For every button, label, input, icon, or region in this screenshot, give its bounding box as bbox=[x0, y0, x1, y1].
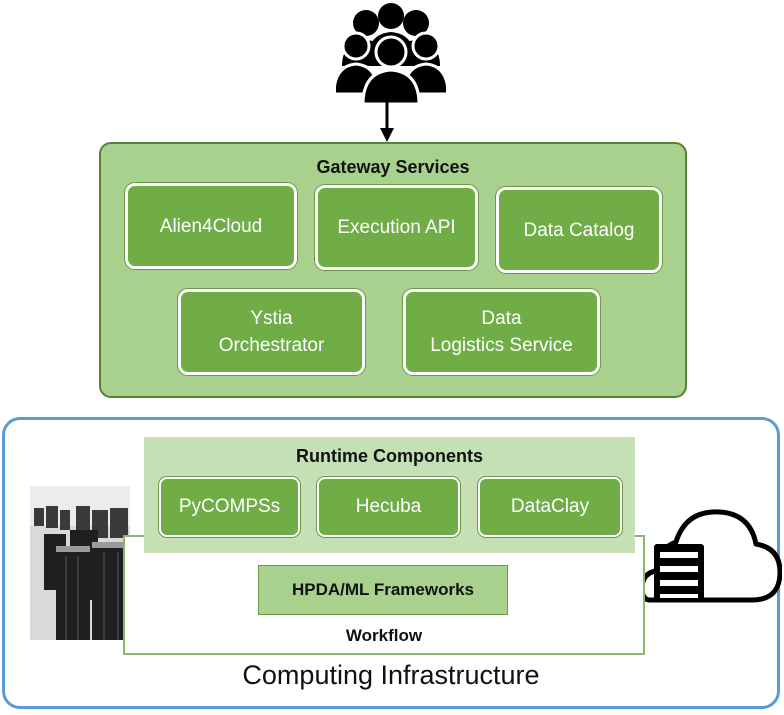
cloud-server-icon bbox=[640, 509, 782, 603]
dataclay-label: DataClay bbox=[510, 496, 590, 517]
arrow-down-icon bbox=[380, 102, 394, 142]
execution-api-box: Execution API bbox=[315, 185, 478, 270]
data-catalog-label: Data Catalog bbox=[523, 219, 635, 241]
supercomputer-image bbox=[30, 486, 130, 640]
ystia-line1: Ystia bbox=[250, 308, 293, 329]
computing-infrastructure-label: Computing Infrastructure bbox=[242, 660, 540, 690]
dataclay-box: DataClay bbox=[478, 477, 622, 537]
workflow-label: Workflow bbox=[345, 626, 423, 645]
alien4cloud-label: Alien4Cloud bbox=[159, 215, 263, 237]
pycompss-box: PyCOMPSs bbox=[159, 477, 300, 537]
data-catalog-box: Data Catalog bbox=[496, 187, 662, 273]
users-icon bbox=[336, 3, 446, 142]
hpda-ml-frameworks-label: HPDA/ML Frameworks bbox=[291, 580, 474, 599]
ystia-orchestrator-box: Ystia Orchestrator bbox=[178, 289, 365, 375]
gateway-services-title: Gateway Services bbox=[316, 157, 470, 177]
hpda-ml-frameworks-box: HPDA/ML Frameworks bbox=[258, 565, 508, 615]
alien4cloud-box: Alien4Cloud bbox=[125, 183, 297, 269]
pycompss-label: PyCOMPSs bbox=[178, 496, 281, 517]
ystia-line2: Orchestrator bbox=[218, 335, 325, 356]
hecuba-box: Hecuba bbox=[317, 477, 460, 537]
hecuba-label: Hecuba bbox=[355, 496, 422, 517]
data-logistics-service-box: Data Logistics Service bbox=[403, 289, 600, 375]
dls-line1: Data bbox=[481, 308, 522, 329]
runtime-components-title: Runtime Components bbox=[296, 446, 483, 466]
execution-api-label: Execution API bbox=[337, 217, 456, 238]
dls-line2: Logistics Service bbox=[430, 335, 573, 356]
